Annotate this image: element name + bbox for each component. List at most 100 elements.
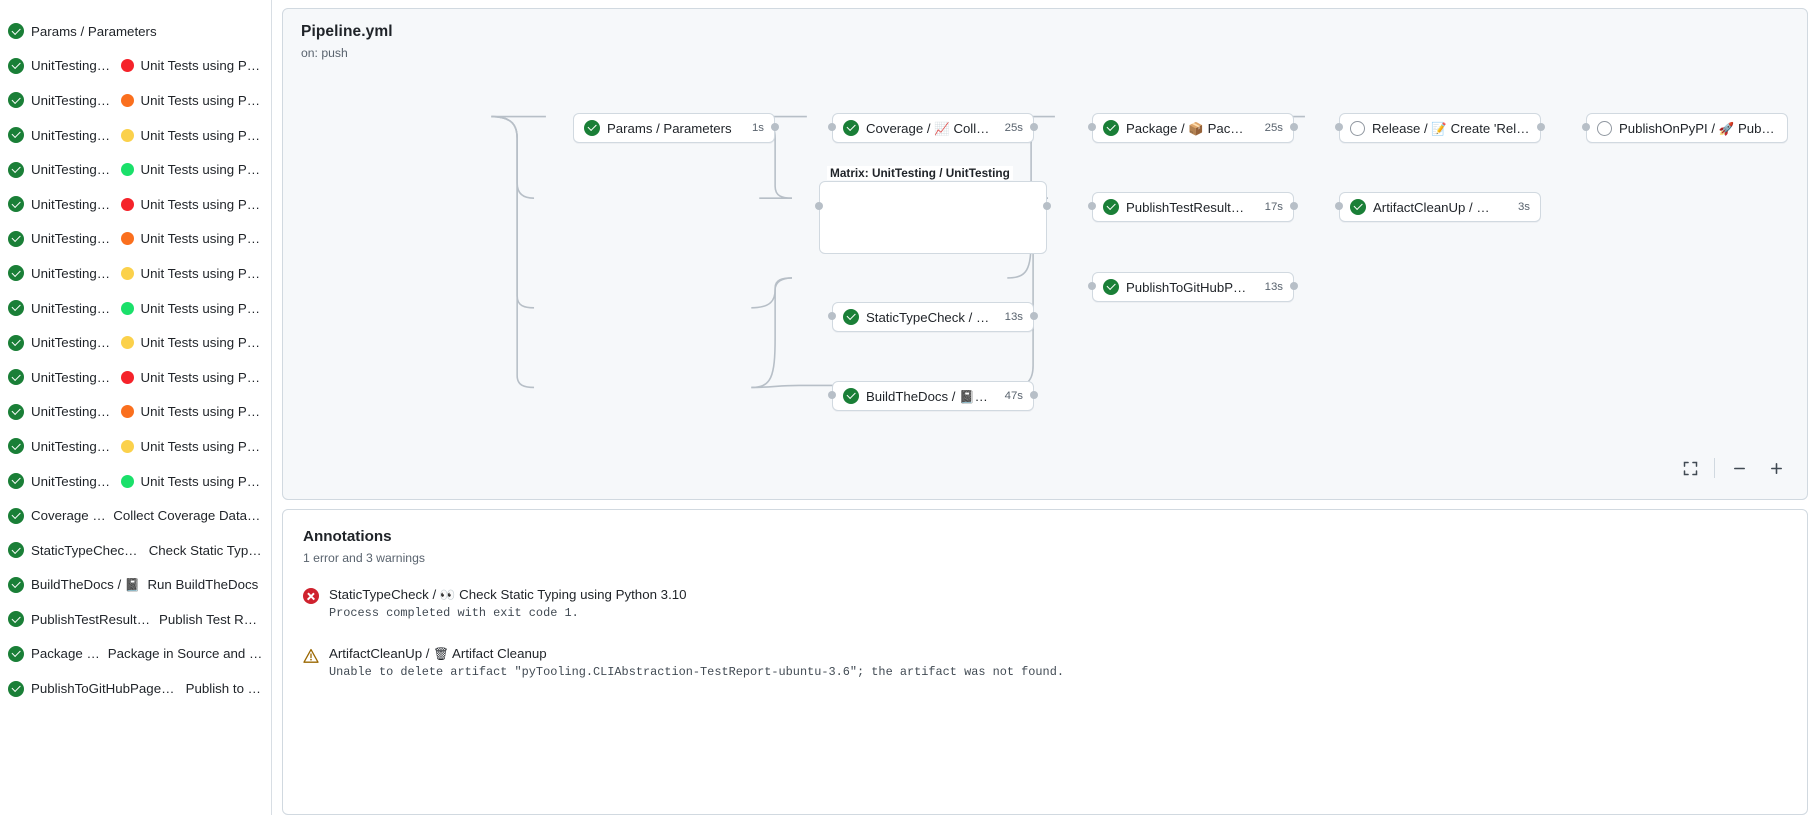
sidebar-job-label: UnitTesting / 🍎: [31, 370, 114, 385]
sidebar-job-label: UnitTesting / 🧊: [31, 231, 114, 246]
sidebar-job-label: PublishTestResults / 📊: [31, 611, 152, 627]
sidebar-job-item[interactable]: UnitTesting / 🐧 Unit Tests using Pyth…: [0, 49, 271, 84]
sidebar-job-suffix: Unit Tests using Pyth…: [140, 404, 263, 420]
graph-node-build-the-docs[interactable]: BuildTheDocs / 📓 Run Buil… 47s: [832, 381, 1034, 411]
python-version-dot: [120, 474, 134, 488]
sidebar-job-item[interactable]: PublishToGitHubPages / 📚 Publish to G…: [0, 671, 271, 706]
sidebar-job-item[interactable]: UnitTesting / 🟦 Unit Tests using Pyth…: [0, 325, 271, 360]
graph-canvas[interactable]: Params / Parameters 1s Coverage / 📈 Coll…: [283, 9, 1807, 499]
bar-chart-emoji: 📊: [1248, 201, 1249, 215]
sidebar-job-suffix: Unit Tests using Pyth…: [140, 231, 263, 247]
node-port: [1335, 202, 1343, 210]
annotation-message: Process completed with exit code 1.: [329, 606, 579, 620]
node-port: [1582, 123, 1590, 131]
graph-node-publish-test-results[interactable]: PublishTestResults / 📊 Pu… 17s: [1092, 192, 1294, 222]
sidebar-job-item[interactable]: Params / Parameters: [0, 14, 271, 49]
graph-node-coverage[interactable]: Coverage / 📈 Collect Cove… 25s: [832, 113, 1034, 143]
success-icon: [8, 680, 24, 697]
graph-node-publish-to-github-pages[interactable]: PublishToGitHubPages / 📚 … 13s: [1092, 272, 1294, 302]
main-content: Pipeline.yml on: push: [272, 0, 1818, 815]
sidebar-job-label: UnitTesting / 🍎: [31, 439, 114, 454]
success-icon: [8, 645, 24, 662]
sidebar-job-label: UnitTesting / 🧊: [31, 301, 114, 316]
sidebar-job-item[interactable]: UnitTesting / 🐧 Unit Tests using Pyth…: [0, 118, 271, 153]
sidebar-job-item[interactable]: PublishTestResults / 📊 Publish Test Resu…: [0, 602, 271, 637]
success-icon: [843, 309, 859, 325]
fullscreen-icon[interactable]: [1677, 455, 1703, 481]
node-port: [1088, 123, 1096, 131]
zoom-in-button[interactable]: [1763, 455, 1789, 481]
annotation-body: StaticTypeCheck / 👀 Check Static Typing …: [329, 587, 687, 620]
node-port: [828, 312, 836, 320]
sidebar-job-label: BuildTheDocs / 📓: [31, 577, 141, 593]
annotation-emoji: 🗑: [433, 647, 450, 661]
zoom-out-button[interactable]: [1726, 455, 1752, 481]
annotation-emoji: 👀: [439, 588, 456, 602]
sidebar-job-item[interactable]: UnitTesting / 🐧 Unit Tests using Pyth…: [0, 83, 271, 118]
matrix-group-box[interactable]: [819, 181, 1047, 254]
sidebar-job-suffix: Unit Tests using Pyth…: [140, 162, 263, 178]
divider: [1714, 458, 1715, 478]
node-port: [1030, 123, 1038, 131]
workflow-graph-card[interactable]: Pipeline.yml on: push: [282, 8, 1808, 500]
sidebar-job-suffix: Publish Test Resu…: [159, 611, 263, 627]
graph-header: Pipeline.yml on: push: [283, 9, 1807, 60]
graph-zoom-controls[interactable]: [1677, 455, 1789, 481]
node-port: [1043, 202, 1051, 210]
python-version-dot: [120, 232, 134, 246]
sidebar-job-label: UnitTesting / 🐧: [31, 58, 114, 73]
graph-node-static-type-check[interactable]: StaticTypeCheck / 👀 Chec… 13s: [832, 302, 1034, 332]
sidebar-job-item[interactable]: UnitTesting / 🧊 Unit Tests using Pyth…: [0, 187, 271, 222]
sidebar-job-item[interactable]: BuildTheDocs / 📓 Run BuildTheDocs: [0, 568, 271, 603]
sidebar-job-label: Params / Parameters: [31, 23, 157, 39]
sidebar-job-item[interactable]: StaticTypeCheck / 👀 Check Static Typing…: [0, 533, 271, 568]
sidebar-job-item[interactable]: UnitTesting / 🐧 Unit Tests using Pyth…: [0, 152, 271, 187]
node-port: [1030, 312, 1038, 320]
sidebar-job-item[interactable]: UnitTesting / 🧊 Unit Tests using Pyth…: [0, 256, 271, 291]
graph-node-artifact-cleanup[interactable]: ArtifactCleanUp / 🗑 Artifac… 3s: [1339, 192, 1541, 222]
graph-node-package[interactable]: Package / 📦 Package in So… 25s: [1092, 113, 1294, 143]
graph-node-label: PublishTestResults / 📊 Pu…: [1126, 200, 1250, 215]
sidebar-job-label: Coverage / 📈: [31, 508, 106, 523]
success-icon: [1103, 120, 1119, 136]
python-version-dot: [120, 336, 134, 350]
sidebar-job-item[interactable]: UnitTesting / 🧊 Unit Tests using Pyth…: [0, 222, 271, 257]
node-port: [1290, 282, 1298, 290]
graph-node-duration: 47s: [1004, 390, 1023, 402]
python-version-dot: [120, 405, 134, 419]
annotations-card: Annotations 1 error and 3 warnings Stati…: [282, 509, 1808, 815]
graph-node-release[interactable]: Release / 📝 Create 'Release P…: [1339, 113, 1541, 143]
graph-node-params[interactable]: Params / Parameters 1s: [573, 113, 775, 143]
success-icon: [8, 576, 24, 593]
sidebar-job-item[interactable]: UnitTesting / 🍎 Unit Tests using Pyth…: [0, 395, 271, 430]
sidebar-job-item[interactable]: UnitTesting / 🍎 Unit Tests using Pyth…: [0, 360, 271, 395]
annotation-message: Unable to delete artifact "pyTooling.CLI…: [329, 665, 1064, 679]
success-icon: [8, 161, 24, 178]
annotations-summary: 1 error and 3 warnings: [303, 551, 425, 565]
graph-node-publish-on-pypi[interactable]: PublishOnPyPI / 🚀 Publish to …: [1586, 113, 1788, 143]
node-port: [1088, 202, 1096, 210]
sidebar-job-label: PublishToGitHubPages / 📚: [31, 681, 179, 697]
graph-node-duration: 25s: [1264, 122, 1283, 134]
sidebar-job-item[interactable]: Coverage / 📈 Collect Coverage Data usi…: [0, 498, 271, 533]
trigger-event: on: push: [301, 46, 348, 60]
python-version-dot: [120, 163, 134, 177]
matrix-group-label: Matrix: UnitTesting / UnitTesting: [827, 166, 1013, 180]
annotation-heading: StaticTypeCheck / 👀 Check Static Typing …: [329, 587, 687, 602]
python-version-dot: [120, 266, 134, 280]
success-icon: [8, 473, 24, 490]
sidebar-job-item[interactable]: UnitTesting / 🍎 Unit Tests using Pyth…: [0, 429, 271, 464]
pending-icon: [1597, 120, 1612, 136]
sidebar-job-item[interactable]: UnitTesting / 🍎 Unit Tests using Pyth…: [0, 464, 271, 499]
sidebar-job-item[interactable]: Package / 📦 Package in Source and Wh…: [0, 637, 271, 672]
pending-icon: [1350, 120, 1365, 136]
graph-node-duration: 13s: [1264, 281, 1283, 293]
graph-node-label: BuildTheDocs / 📓 Run Buil…: [866, 388, 990, 404]
sidebar-job-item[interactable]: UnitTesting / 🧊 Unit Tests using Pyth…: [0, 291, 271, 326]
annotation-heading: ArtifactCleanUp / 🗑 Artifact Cleanup: [329, 646, 547, 661]
error-icon: [303, 588, 319, 604]
